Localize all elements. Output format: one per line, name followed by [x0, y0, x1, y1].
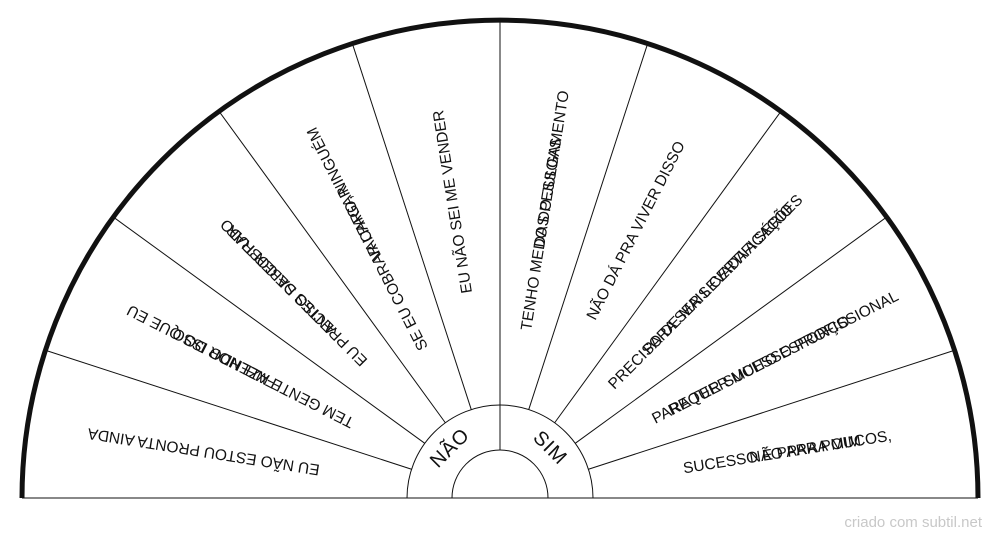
divider-line: [554, 112, 781, 424]
segment-label-line: DAS PESSOAS: [531, 137, 565, 249]
divider-line: [114, 217, 426, 444]
segment-7: NÃO DÁ PRA VIVER DISSO: [584, 139, 689, 323]
segment-label-line: NÃO PARA MIM: [748, 432, 862, 466]
segment-5: EU NÃO SEI ME VENDER: [430, 109, 476, 295]
segment-label-line: EU NÃO ESTOU PRONTA AINDA: [86, 424, 321, 478]
divider-lines: [47, 22, 953, 470]
divider-line: [352, 45, 472, 410]
divider-line: [588, 350, 953, 470]
segment-label-line: EU NÃO SEI ME VENDER: [430, 109, 476, 295]
divider-line: [528, 45, 648, 410]
segment-label-line: FAZENDO ISSO: [170, 324, 280, 391]
divider-line: [47, 350, 412, 470]
hub-inner-arc: [451, 449, 549, 499]
divider-line: [574, 217, 886, 444]
outer-arc: [19, 17, 981, 499]
divider-line: [219, 112, 446, 424]
segment-1: EU NÃO ESTOU PRONTA AINDA: [86, 424, 321, 478]
segment-label-line: NÃO DÁ PRA VIVER DISSO: [584, 139, 689, 323]
segment-label-line: ANTES DE COBRAR: [223, 221, 340, 338]
credit-text: criado com subtil.net: [844, 514, 982, 531]
segment-label-line: VAI PAGAR: [334, 183, 386, 263]
segment-label-line: PARA SER LEVADA A SÉRIO: [640, 201, 797, 358]
segment-10: SUCESSO É PARA POUCOS,NÃO PARA MIM: [682, 428, 893, 478]
